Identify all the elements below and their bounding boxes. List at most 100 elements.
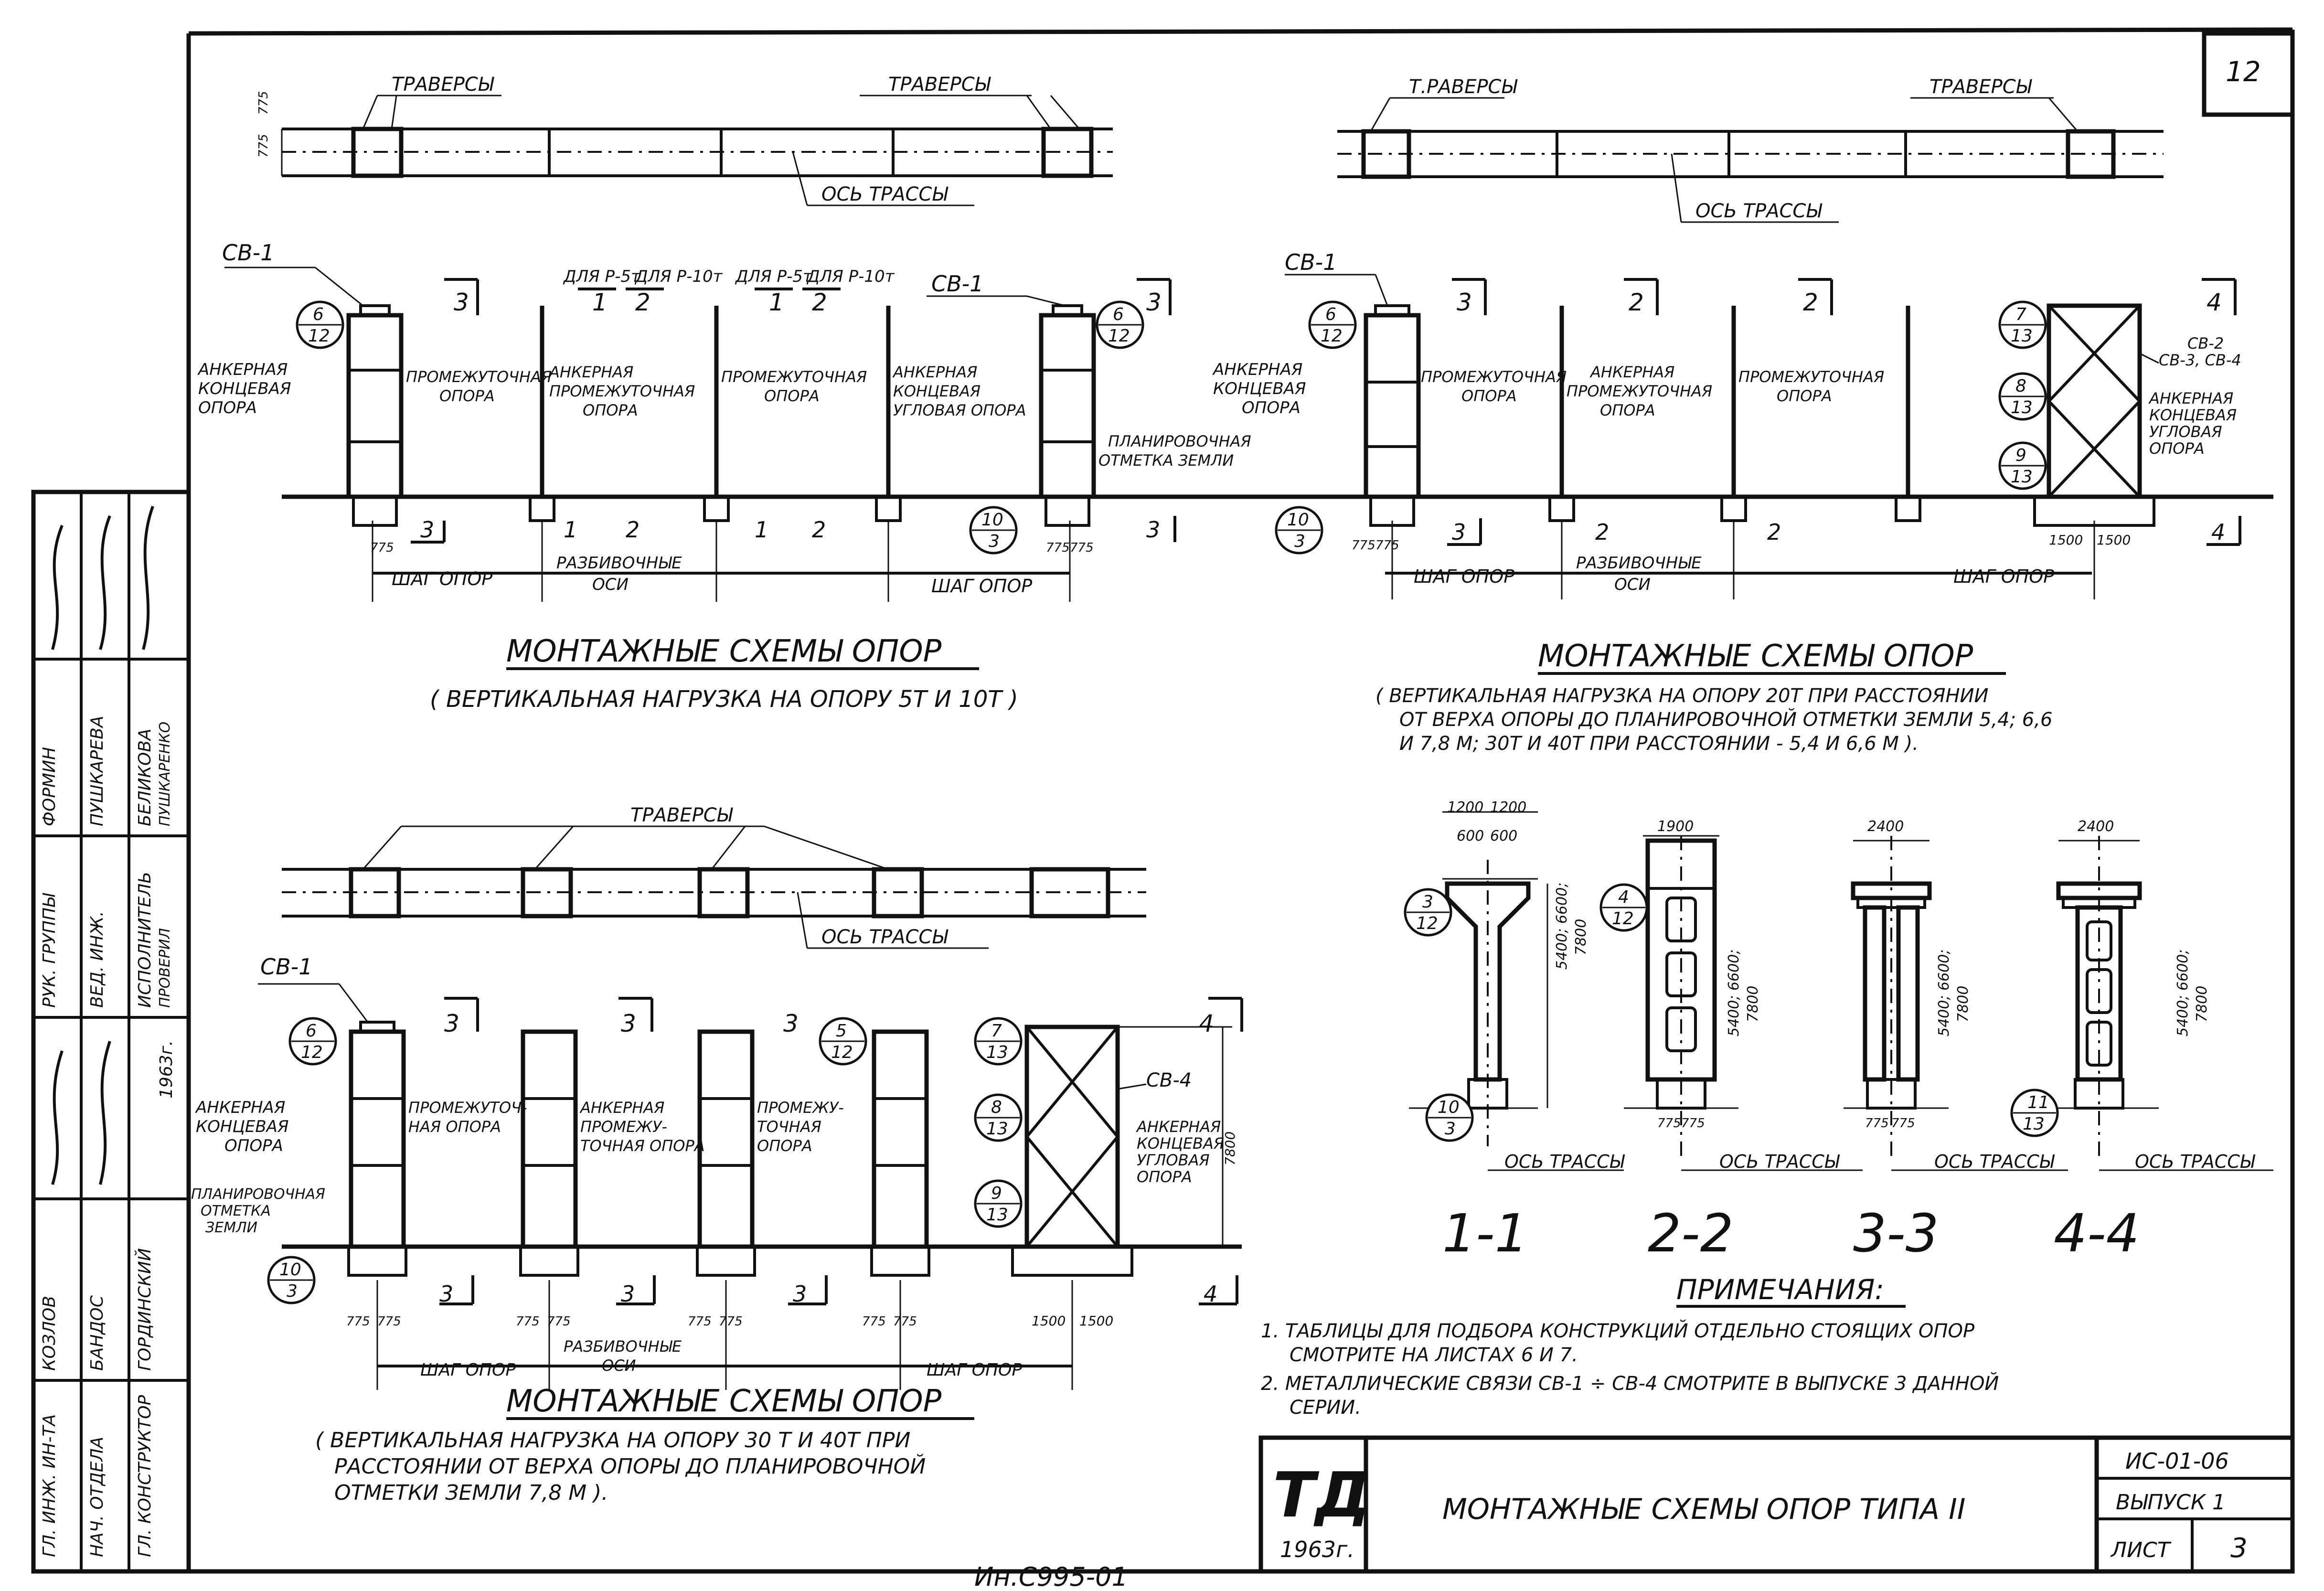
dim-775-d: 775 (1070, 541, 1094, 555)
c-6-12-d-bot: 12 (301, 1043, 323, 1062)
note-1a: 1. ТАБЛИЦЫ ДЛЯ ПОДБОРА КОНСТРУКЦИЙ ОТДЕЛ… (1261, 1319, 1975, 1342)
c-3-12-top: 3 (1422, 892, 1433, 912)
dim-1500-a: 1500 (2049, 532, 2083, 548)
dim-775-c: 775 (1046, 541, 1070, 555)
anc-corner-1b: КОНЦЕВАЯ (893, 382, 981, 400)
section-2-2: 2-2 (1648, 1203, 1734, 1264)
stamp-sheet-label: ЛИСТ (2110, 1538, 2172, 1562)
sec-2-top-c: 2 (1629, 288, 1644, 316)
sec-1-top-b: 1 (769, 288, 784, 316)
interm-3b: ОПОРА (1461, 387, 1517, 405)
side-stamp: ГЛ. ИНЖ. ИН-ТА НАЧ. ОТДЕЛА ГЛ. КОНСТРУКТ… (31, 490, 191, 1574)
dim-775-a: 775 (256, 134, 271, 158)
interm-1a: ПРОМЕЖУТОЧНАЯ (406, 368, 552, 386)
cb1-a: СВ-1 (222, 240, 275, 266)
dim-1500-c: 1500 (1032, 1313, 1066, 1329)
title-3: МОНТАЖНЫЕ СХЕМЫ ОПОР (506, 1384, 942, 1419)
sec-1-top-a: 1 (592, 288, 608, 316)
sec-2-top-d: 2 (1803, 288, 1818, 316)
anc-corner-2a: АНКЕРНАЯ (2148, 389, 2233, 407)
notes-title: ПРИМЕЧАНИЯ: (1676, 1273, 1884, 1306)
dim-1900: 1900 (1657, 818, 1694, 835)
scheme-3: ТРАВЕРСЫ ОСЬ ТРАССЫ 3 (191, 804, 1243, 1505)
c-5-12-top: 5 (836, 1021, 847, 1041)
dim-7800-b: 7800 (1573, 919, 1589, 955)
signature-scribble (51, 505, 154, 650)
bottom-inventory: Ин.С995-01 (974, 1562, 1128, 1591)
c-9-13-b-top: 9 (991, 1184, 1002, 1203)
cb2-b: СВ-3, СВ-4 (2159, 351, 2241, 369)
notes: ПРИМЕЧАНИЯ: 1. ТАБЛИЦЫ ДЛЯ ПОДБОРА КОНСТ… (1261, 1273, 1999, 1419)
dim-2400-a: 2400 (1867, 818, 1904, 835)
c-4-12-top: 4 (1618, 887, 1629, 907)
dim-775-g: 775 (1375, 538, 1399, 553)
interm-split-a: ПРОМЕЖУТОЧ- (408, 1099, 527, 1117)
c-6-12-a-top: 6 (313, 305, 324, 324)
dim-775-m: 775 (719, 1314, 743, 1329)
dim-7800-c: 7800 (1745, 986, 1761, 1022)
c-6-12-d-top: 6 (306, 1021, 317, 1041)
c-6-12-c-top: 6 (1325, 305, 1336, 324)
dim-775-q: 775 (1681, 1116, 1705, 1131)
dim-775-s: 775 (1891, 1116, 1915, 1131)
axis-label-2: ОСЬ ТРАССЫ (1695, 200, 1823, 222)
c-4-12-bot: 12 (1612, 909, 1634, 929)
section-4-4: 4-4 (2054, 1203, 2140, 1264)
c-10-3-b-top: 10 (1287, 510, 1309, 530)
anchor-end-3a: АНКЕРНАЯ (195, 1098, 285, 1117)
stamp-code: ИС-01-06 (2125, 1448, 2229, 1474)
traverse-label-3: ТРАВЕРСЫ (630, 804, 734, 826)
note-2b: СЕРИИ. (1290, 1397, 1361, 1419)
c-8-13-b-bot: 13 (986, 1119, 1008, 1139)
sec-4-top-a: 4 (2207, 288, 2222, 316)
title-2: МОНТАЖНЫЕ СХЕМЫ ОПОР (1538, 639, 1973, 674)
name-2: ГОРДИНСКИЙ (135, 1248, 155, 1371)
axis-label-s3: ОСЬ ТРАССЫ (1934, 1151, 2055, 1172)
subtitle-3c: ОТМЕТКИ ЗЕМЛИ 7,8 М ). (334, 1481, 608, 1505)
dim-775-r: 775 (1865, 1116, 1889, 1131)
role-7: ИСПОЛНИТЕЛЬ (135, 872, 155, 1008)
name-4: ФОРМИН (40, 747, 59, 826)
name-7: ПУШКАРЕНКО (157, 722, 173, 826)
c-7-13-b-bot: 13 (986, 1043, 1008, 1062)
axis-label-s2: ОСЬ ТРАССЫ (1719, 1151, 1840, 1172)
dim-775-b: 775 (256, 91, 271, 115)
subtitle-2c: И 7,8 М; 30Т И 40Т ПРИ РАССТОЯНИИ - 5,4 … (1399, 733, 1919, 755)
anc-int-split-c: ТОЧНАЯ ОПОРА (580, 1137, 705, 1155)
note-1b: СМОТРИТЕ НА ЛИСТАХ 6 И 7. (1290, 1344, 1578, 1366)
step-2a: ШАГ ОПОР (1414, 566, 1514, 587)
traverse-label-2b: ТРАВЕРСЫ (1930, 76, 2033, 98)
subtitle-2a: ( ВЕРТИКАЛЬНАЯ НАГРУЗКА НА ОПОРУ 20Т ПРИ… (1375, 685, 1988, 707)
dim-775-l: 775 (688, 1314, 712, 1329)
c-10-3-b-bot: 3 (1294, 532, 1305, 551)
c-9-13-b-bot: 13 (986, 1205, 1008, 1225)
section-1-1: 1-1 (1442, 1203, 1528, 1264)
sec-2-bot-c: 2 (1595, 519, 1609, 545)
ground-3c: ЗЕМЛИ (205, 1219, 257, 1236)
anc-corner-2d: ОПОРА (2149, 439, 2205, 458)
anchor-end-1c: ОПОРА (198, 398, 257, 417)
dim-775-o: 775 (893, 1314, 917, 1329)
interm-split2-b: ТОЧНАЯ (757, 1118, 821, 1136)
dim-775-j: 775 (516, 1314, 540, 1329)
anc-corner-2c: УГЛОВАЯ (2149, 423, 2222, 441)
c-7-13-b-top: 7 (991, 1021, 1002, 1041)
name-5: ПУШКАРЕВА (87, 716, 107, 826)
for-p5-a: ДЛЯ Р-5т (563, 267, 641, 286)
sec-3-top-f: 3 (783, 1010, 799, 1037)
interm-4b: ОПОРА (1777, 387, 1832, 405)
subtitle-3a: ( ВЕРТИКАЛЬНАЯ НАГРУЗКА НА ОПОРУ 30 Т И … (315, 1428, 910, 1452)
c-6-12-b-top: 6 (1113, 305, 1124, 324)
anchor-end-3c: ОПОРА (224, 1136, 283, 1155)
c-10-3-c-bot: 3 (287, 1281, 298, 1301)
sec-2-bot-d: 2 (1767, 519, 1781, 545)
anc-corner-3a: АНКЕРНАЯ (1136, 1118, 1221, 1136)
dim-600-a: 600 (1457, 828, 1484, 844)
dim-height-b: 5400; 6600; (1726, 950, 1742, 1036)
break-axes-1b: ОСИ (592, 575, 629, 594)
sec-3-bot-a: 3 (420, 517, 434, 543)
anchor-end-2b: КОНЦЕВАЯ (1213, 379, 1306, 398)
c-10-3-c-top: 10 (279, 1260, 301, 1280)
stamp-title: МОНТАЖНЫЕ СХЕМЫ ОПОР ТИПА II (1442, 1493, 1965, 1526)
anc-int-1b: ПРОМЕЖУТОЧНАЯ (549, 382, 695, 400)
